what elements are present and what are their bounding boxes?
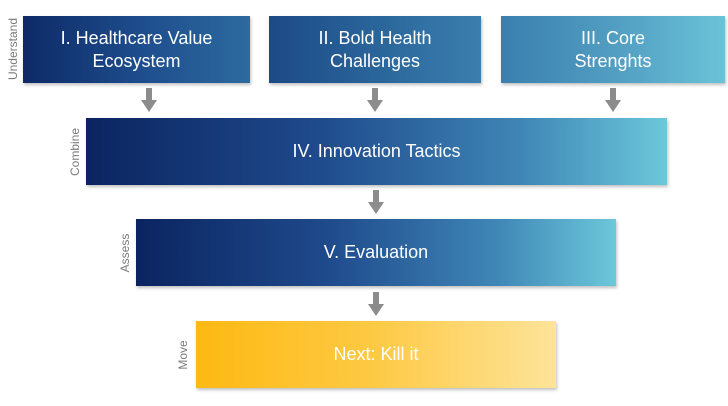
box-next-label: Next: Kill it [333,344,419,364]
box-challenges-line-2: Challenges [329,50,421,71]
box-evaluation: V. Evaluation [136,219,616,286]
stage-label-combine: Combine [68,127,82,177]
box-tactics-label: IV. Innovation Tactics [292,141,461,161]
box-innovation-tactics: IV. Innovation Tactics [86,118,667,185]
stage-label-assess: Assess [118,233,132,273]
arrow-down-icon [368,292,384,316]
box-bold-health-challenges: II. Bold Health Challenges [269,16,481,83]
arrow-down-icon [367,88,383,112]
box-strengths-line-1: III. Core [580,27,645,48]
arrow-down-icon [141,88,157,112]
box-ecosystem-line-1: I. Healthcare Value [60,27,213,48]
box-next-kill-it: Next: Kill it [196,321,556,388]
arrow-down-icon [605,88,621,112]
box-evaluation-label: V. Evaluation [323,242,429,262]
stage-label-understand: Understand [6,17,20,81]
box-ecosystem-line-2: Ecosystem [92,50,181,71]
box-strengths-line-2: Strenghts [574,50,652,71]
arrow-down-icon [368,190,384,214]
box-challenges-line-1: II. Bold Health [318,27,432,48]
box-healthcare-value-ecosystem: I. Healthcare Value Ecosystem [23,16,250,83]
stage-label-move: Move [176,340,190,370]
box-core-strengths: III. Core Strenghts [501,16,725,83]
